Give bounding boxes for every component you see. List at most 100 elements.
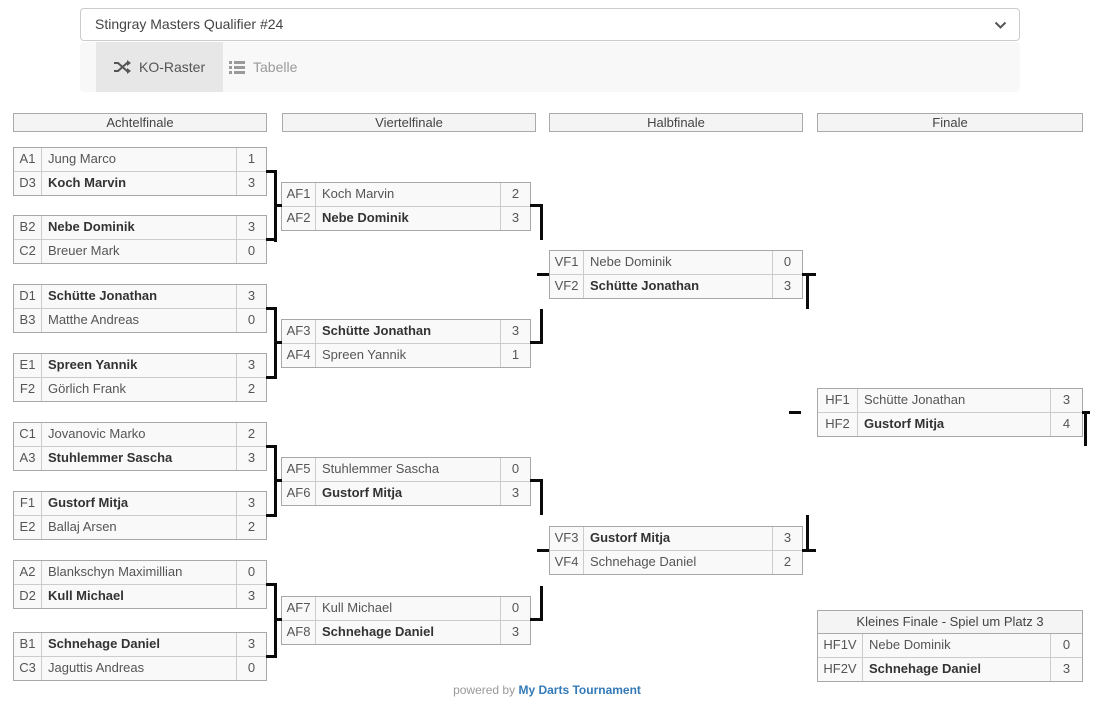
match-viertelfinale-4: AF7 Kull Michael 0 AF8 Schnehage Daniel … bbox=[281, 596, 531, 645]
match-row: AF2 Nebe Dominik 3 bbox=[282, 206, 530, 230]
player-code: AF3 bbox=[282, 320, 316, 343]
shuffle-icon bbox=[114, 60, 131, 74]
bracket-connector bbox=[266, 655, 277, 658]
player-code: AF5 bbox=[282, 458, 316, 481]
player-score: 2 bbox=[236, 378, 266, 401]
player-code: E2 bbox=[14, 516, 42, 539]
player-name: Gustorf Mitja bbox=[590, 530, 671, 545]
bracket-connector bbox=[537, 273, 549, 276]
bracket-connector bbox=[789, 411, 801, 414]
match-row: B3 Matthe Andreas 0 bbox=[14, 308, 266, 332]
player-name: Nebe Dominik bbox=[322, 210, 409, 225]
player-score: 3 bbox=[1050, 389, 1082, 412]
player-name: Schnehage Daniel bbox=[48, 636, 160, 651]
chevron-down-icon bbox=[994, 21, 1007, 30]
player-score: 3 bbox=[236, 492, 266, 515]
player-score: 3 bbox=[772, 527, 802, 550]
tab-ko-raster[interactable]: KO-Raster bbox=[96, 42, 224, 92]
tab-tabelle[interactable]: Tabelle bbox=[211, 42, 315, 92]
footer: powered by My Darts Tournament bbox=[0, 683, 1094, 697]
match-row: AF6 Gustorf Mitja 3 bbox=[282, 481, 530, 505]
player-code: C3 bbox=[14, 657, 42, 680]
player-code: A1 bbox=[14, 148, 42, 171]
player-name: Koch Marvin bbox=[322, 186, 395, 201]
player-name: Kull Michael bbox=[48, 588, 124, 603]
player-code: F2 bbox=[14, 378, 42, 401]
player-name: Nebe Dominik bbox=[869, 637, 951, 652]
bracket-connector bbox=[806, 515, 809, 552]
player-name: Jaguttis Andreas bbox=[48, 660, 145, 675]
player-score: 3 bbox=[236, 633, 266, 656]
player-name: Schütte Jonathan bbox=[322, 323, 432, 338]
player-name: Schütte Jonathan bbox=[48, 288, 158, 303]
match-halbfinale-2: VF3 Gustorf Mitja 3 VF4 Schnehage Daniel… bbox=[549, 526, 803, 575]
player-name: Schnehage Daniel bbox=[322, 624, 434, 639]
match-achtelfinale-8: B1 Schnehage Daniel 3 C3 Jaguttis Andrea… bbox=[13, 632, 267, 681]
match-row: B1 Schnehage Daniel 3 bbox=[14, 633, 266, 656]
bracket-connector bbox=[277, 341, 282, 344]
match-row: F2 Görlich Frank 2 bbox=[14, 377, 266, 401]
bracket-connector bbox=[277, 479, 282, 482]
round-header-finale: Finale bbox=[817, 113, 1083, 132]
player-score: 3 bbox=[236, 585, 266, 608]
player-score: 2 bbox=[236, 423, 266, 446]
player-name: Spreen Yannik bbox=[322, 347, 407, 362]
match-viertelfinale-2: AF3 Schütte Jonathan 3 AF4 Spreen Yannik… bbox=[281, 319, 531, 368]
player-name: Koch Marvin bbox=[48, 175, 127, 190]
player-score: 3 bbox=[772, 275, 802, 298]
player-score: 3 bbox=[236, 172, 266, 195]
bracket-connector bbox=[540, 586, 543, 621]
match-row: VF2 Schütte Jonathan 3 bbox=[550, 274, 802, 298]
player-code: AF6 bbox=[282, 482, 316, 505]
player-name: Breuer Mark bbox=[48, 243, 120, 258]
match-row: AF1 Koch Marvin 2 bbox=[282, 183, 530, 206]
player-name: Nebe Dominik bbox=[590, 254, 672, 269]
match-row: C3 Jaguttis Andreas 0 bbox=[14, 656, 266, 680]
list-icon bbox=[229, 60, 245, 74]
bracket-connector bbox=[274, 170, 277, 242]
bracket-connector bbox=[266, 583, 277, 586]
bracket-connector bbox=[530, 479, 543, 482]
player-name: Schütte Jonathan bbox=[590, 278, 700, 293]
player-score: 3 bbox=[236, 216, 266, 239]
player-score: 0 bbox=[236, 240, 266, 263]
bracket-connector bbox=[530, 341, 543, 344]
round-header-halbfinale: Halbfinale bbox=[549, 113, 803, 132]
bracket-connector bbox=[266, 238, 277, 241]
match-row: F1 Gustorf Mitja 3 bbox=[14, 492, 266, 515]
player-score: 2 bbox=[772, 551, 802, 574]
bracket-connector bbox=[266, 445, 277, 448]
match-achtelfinale-5: C1 Jovanovic Marko 2 A3 Stuhlemmer Sasch… bbox=[13, 422, 267, 471]
player-name: Jovanovic Marko bbox=[48, 426, 146, 441]
my-darts-tournament-link[interactable]: My Darts Tournament bbox=[518, 683, 641, 697]
match-row: A2 Blankschyn Maximillian 0 bbox=[14, 561, 266, 584]
player-score: 1 bbox=[236, 148, 266, 171]
round-header-viertelfinale: Viertelfinale bbox=[282, 113, 536, 132]
bracket-connector bbox=[540, 309, 543, 344]
bracket-connector bbox=[274, 445, 277, 517]
player-name: Schnehage Daniel bbox=[590, 554, 697, 569]
player-score: 3 bbox=[500, 207, 530, 230]
match-row: E2 Ballaj Arsen 2 bbox=[14, 515, 266, 539]
bracket-connector bbox=[806, 273, 809, 309]
player-score: 1 bbox=[500, 344, 530, 367]
match-row: A1 Jung Marco 1 bbox=[14, 148, 266, 171]
bracket-connector bbox=[530, 618, 543, 621]
player-score: 0 bbox=[500, 597, 530, 620]
match-finale: HF1 Schütte Jonathan 3 HF2 Gustorf Mitja… bbox=[817, 388, 1083, 437]
player-code: AF4 bbox=[282, 344, 316, 367]
player-name: Gustorf Mitja bbox=[48, 495, 129, 510]
match-row: A3 Stuhlemmer Sascha 3 bbox=[14, 446, 266, 470]
match-row: AF4 Spreen Yannik 1 bbox=[282, 343, 530, 367]
match-row: C1 Jovanovic Marko 2 bbox=[14, 423, 266, 446]
match-row: AF8 Schnehage Daniel 3 bbox=[282, 620, 530, 644]
player-code: B1 bbox=[14, 633, 42, 656]
player-score: 4 bbox=[1050, 413, 1082, 436]
match-achtelfinale-6: F1 Gustorf Mitja 3 E2 Ballaj Arsen 2 bbox=[13, 491, 267, 540]
player-code: D3 bbox=[14, 172, 42, 195]
match-row: AF3 Schütte Jonathan 3 bbox=[282, 320, 530, 343]
match-viertelfinale-3: AF5 Stuhlemmer Sascha 0 AF6 Gustorf Mitj… bbox=[281, 457, 531, 506]
tournament-select[interactable]: Stingray Masters Qualifier #24 bbox=[80, 8, 1020, 41]
bracket-connector bbox=[277, 618, 282, 621]
